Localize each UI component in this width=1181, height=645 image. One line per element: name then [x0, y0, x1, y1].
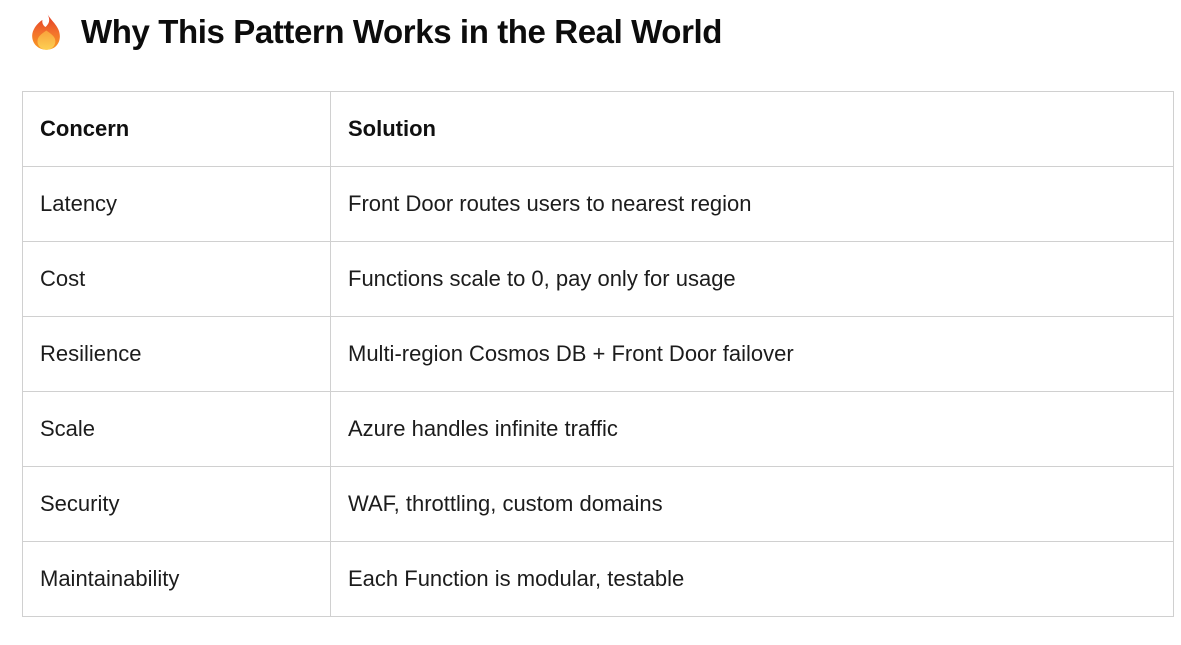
concern-solution-table: Concern Solution Latency Front Door rout…	[22, 91, 1174, 617]
cell-solution: WAF, throttling, custom domains	[330, 466, 1174, 542]
cell-concern: Scale	[22, 391, 331, 467]
column-header-concern: Concern	[22, 91, 331, 167]
table-row: Security WAF, throttling, custom domains	[22, 466, 1174, 542]
cell-concern: Cost	[22, 241, 331, 317]
document-page: Why This Pattern Works in the Real World…	[0, 11, 1181, 617]
cell-concern: Latency	[22, 166, 331, 242]
table-row: Scale Azure handles infinite traffic	[22, 391, 1174, 467]
cell-solution: Azure handles infinite traffic	[330, 391, 1174, 467]
cell-concern: Security	[22, 466, 331, 542]
column-header-solution: Solution	[330, 91, 1174, 167]
table-row: Latency Front Door routes users to neare…	[22, 166, 1174, 242]
table-row: Cost Functions scale to 0, pay only for …	[22, 241, 1174, 317]
table-header-row: Concern Solution	[22, 91, 1174, 167]
cell-solution: Multi-region Cosmos DB + Front Door fail…	[330, 316, 1174, 392]
cell-solution: Front Door routes users to nearest regio…	[330, 166, 1174, 242]
cell-concern: Resilience	[22, 316, 331, 392]
table-row: Maintainability Each Function is modular…	[22, 541, 1174, 617]
fire-icon	[32, 13, 60, 50]
cell-concern: Maintainability	[22, 541, 331, 617]
cell-solution: Each Function is modular, testable	[330, 541, 1174, 617]
table-row: Resilience Multi-region Cosmos DB + Fron…	[22, 316, 1174, 392]
section-heading: Why This Pattern Works in the Real World	[27, 11, 1181, 53]
cell-solution: Functions scale to 0, pay only for usage	[330, 241, 1174, 317]
page-title: Why This Pattern Works in the Real World	[81, 13, 723, 50]
